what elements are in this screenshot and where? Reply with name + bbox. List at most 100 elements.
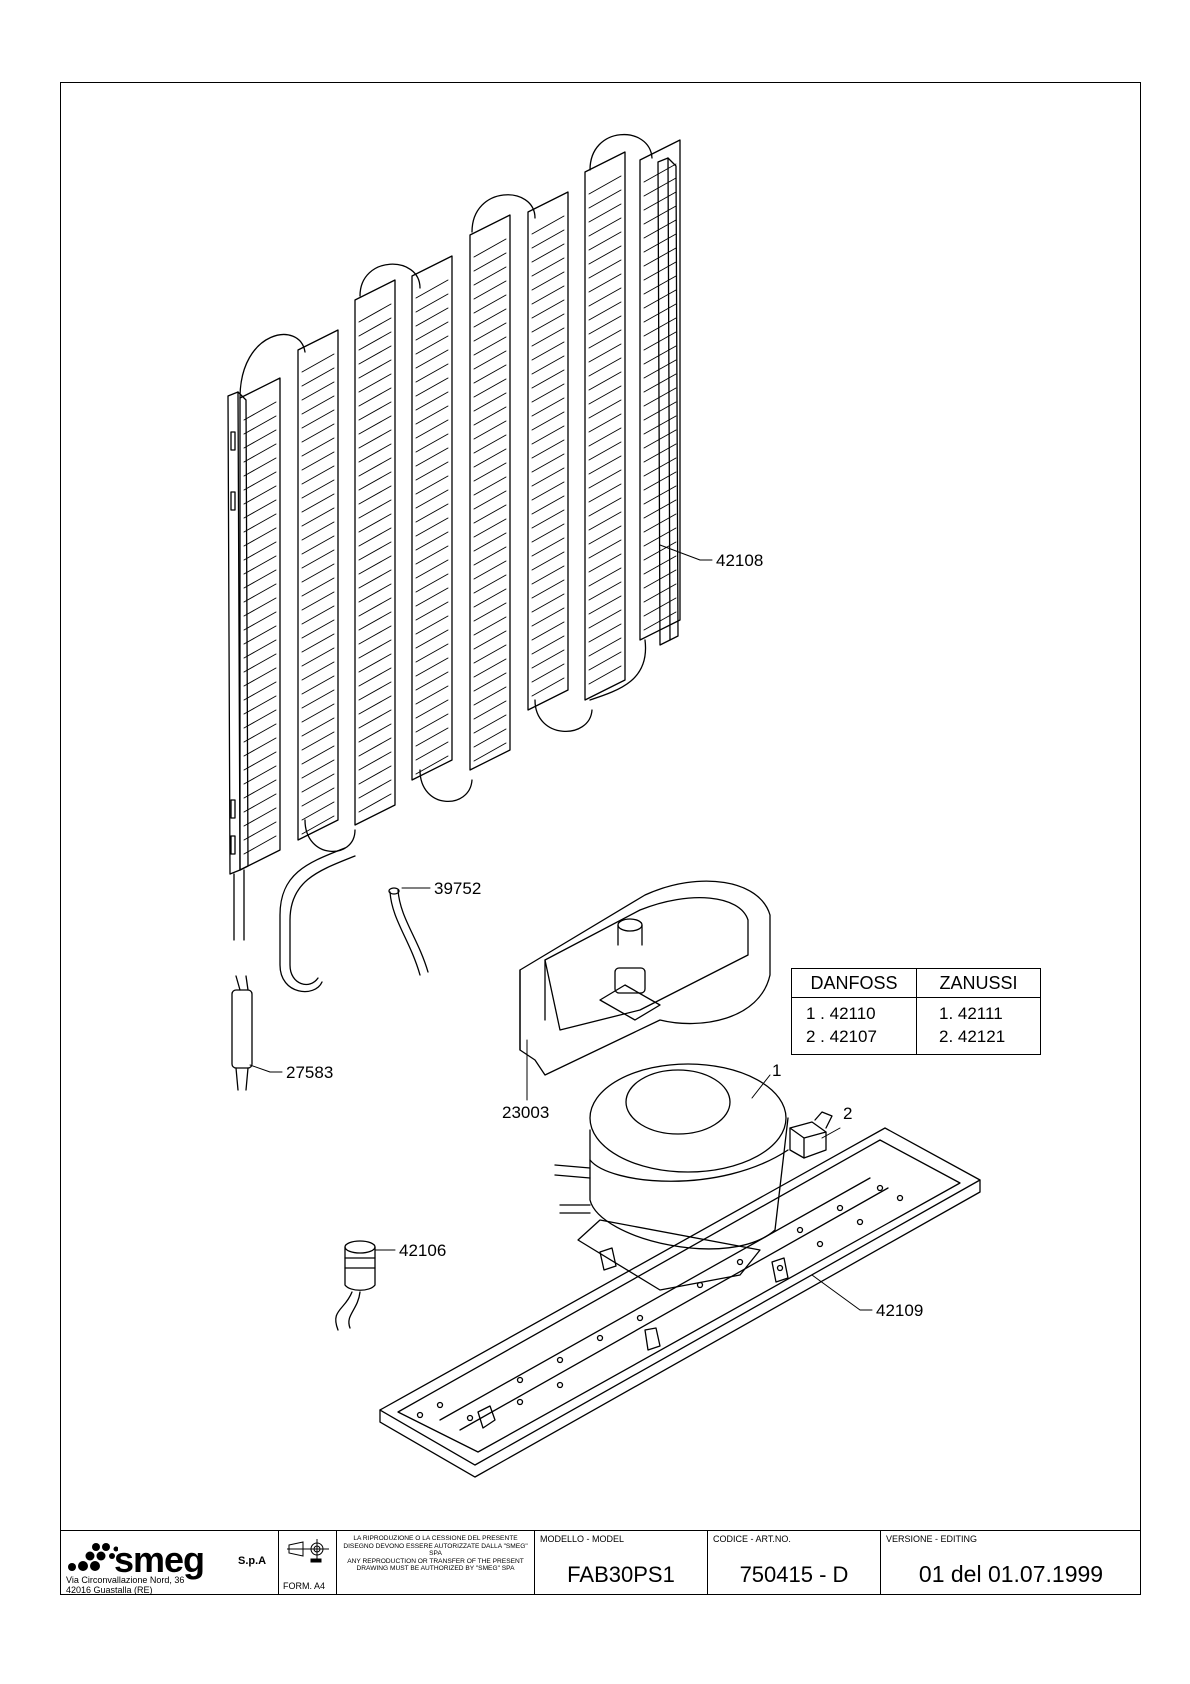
mounting-hole — [466, 1414, 474, 1422]
version-value: 01 del 01.07.1999 — [918, 1561, 1104, 1587]
strip-hatch — [588, 175, 622, 195]
strip-hatch — [301, 675, 335, 695]
strip-hatch — [531, 215, 565, 235]
format-label: FORM. A4 — [283, 1581, 326, 1591]
strip-hatch — [243, 625, 277, 645]
strip-hatch — [243, 415, 277, 435]
strip-hatch — [588, 371, 622, 391]
strip-hatch — [358, 765, 392, 785]
callout-42106: 42106 — [399, 1241, 446, 1260]
zanussi-column: 1. 42111 2. 42121 — [939, 998, 1005, 1054]
strip-hatch — [643, 261, 677, 281]
strip-hatch — [643, 205, 677, 225]
filter-drier — [231, 975, 253, 1091]
strip-hatch — [643, 471, 677, 491]
strip-hatch — [243, 443, 277, 463]
strip-hatch — [358, 303, 392, 323]
strip-hatch — [473, 462, 507, 482]
strip-hatch — [588, 581, 622, 601]
mounting-hole — [556, 1356, 564, 1364]
strip-hatch — [531, 341, 565, 361]
strip-hatch — [415, 461, 449, 481]
strip-hatch — [531, 271, 565, 291]
strip-hatch — [301, 787, 335, 807]
strip-hatch — [473, 350, 507, 370]
strip-hatch — [588, 525, 622, 545]
strip-hatch — [588, 357, 622, 377]
strip-hatch — [643, 541, 677, 561]
strip-hatch — [473, 602, 507, 622]
strip-hatch — [243, 821, 277, 841]
strip-hatch — [243, 597, 277, 617]
strip-hatch — [473, 574, 507, 594]
strip-hatch — [588, 301, 622, 321]
strip-hatch — [243, 779, 277, 799]
strip-hatch — [531, 523, 565, 543]
strip-hatch — [415, 377, 449, 397]
strip-hatch — [473, 364, 507, 384]
strip-hatch — [243, 401, 277, 421]
condenser-strip — [411, 255, 453, 781]
strip-hatch — [243, 751, 277, 771]
strip-hatch — [301, 521, 335, 541]
code-cell: CODICE - ART.NO. 750415 - D — [707, 1531, 880, 1595]
strip-hatch — [531, 495, 565, 515]
strip-hatch — [588, 567, 622, 587]
strip-hatch — [588, 665, 622, 685]
strip-hatch — [531, 551, 565, 571]
strip-hatch — [415, 391, 449, 411]
strip-hatch — [243, 807, 277, 827]
strip-hatch — [358, 345, 392, 365]
strip-hatch — [415, 657, 449, 677]
strip-hatch — [358, 639, 392, 659]
strip-hatch — [243, 737, 277, 757]
bracket-slot — [230, 431, 236, 451]
strip-hatch — [643, 415, 677, 435]
condenser-strip — [639, 139, 681, 641]
strip-hatch — [301, 381, 335, 401]
strip-hatch — [473, 728, 507, 748]
strip-hatch — [531, 607, 565, 627]
condenser-strip — [469, 214, 511, 771]
strip-hatch — [588, 595, 622, 615]
condenser-coil — [227, 134, 681, 993]
header-danfoss: DANFOSS — [792, 969, 916, 998]
strip-hatch — [243, 835, 277, 855]
legal-italian: LA RIPRODUZIONE O LA CESSIONE DEL PRESEN… — [343, 1535, 528, 1558]
strip-hatch — [243, 457, 277, 477]
mounting-hole — [816, 1240, 824, 1248]
strip-hatch — [531, 411, 565, 431]
strip-hatch — [588, 413, 622, 433]
strip-hatch — [243, 611, 277, 631]
strip-hatch — [588, 511, 622, 531]
hose — [389, 889, 429, 976]
header-zanussi: ZANUSSI — [917, 969, 1040, 998]
strip-hatch — [415, 713, 449, 733]
strip-hatch — [643, 555, 677, 575]
strip-hatch — [473, 308, 507, 328]
strip-hatch — [358, 401, 392, 421]
strip-hatch — [643, 499, 677, 519]
strip-hatch — [415, 475, 449, 495]
strip-hatch — [415, 405, 449, 425]
strip-hatch — [415, 531, 449, 551]
strip-hatch — [531, 425, 565, 445]
strip-hatch — [531, 243, 565, 263]
bracket-slot — [230, 835, 236, 855]
strip-hatch — [473, 546, 507, 566]
strip-hatch — [243, 499, 277, 519]
strip-hatch — [473, 742, 507, 762]
mounting-hole — [876, 1184, 884, 1192]
strip-hatch — [301, 395, 335, 415]
strip-hatch — [358, 723, 392, 743]
strip-hatch — [588, 343, 622, 363]
smeg-dots-logo — [68, 1543, 118, 1571]
mounting-hole — [516, 1398, 524, 1406]
mounting-hole — [856, 1218, 864, 1226]
strip-hatch — [301, 605, 335, 625]
strip-hatch — [473, 588, 507, 608]
strip-hatch — [643, 289, 677, 309]
strip-hatch — [301, 759, 335, 779]
strip-hatch — [473, 280, 507, 300]
strip-hatch — [243, 583, 277, 603]
